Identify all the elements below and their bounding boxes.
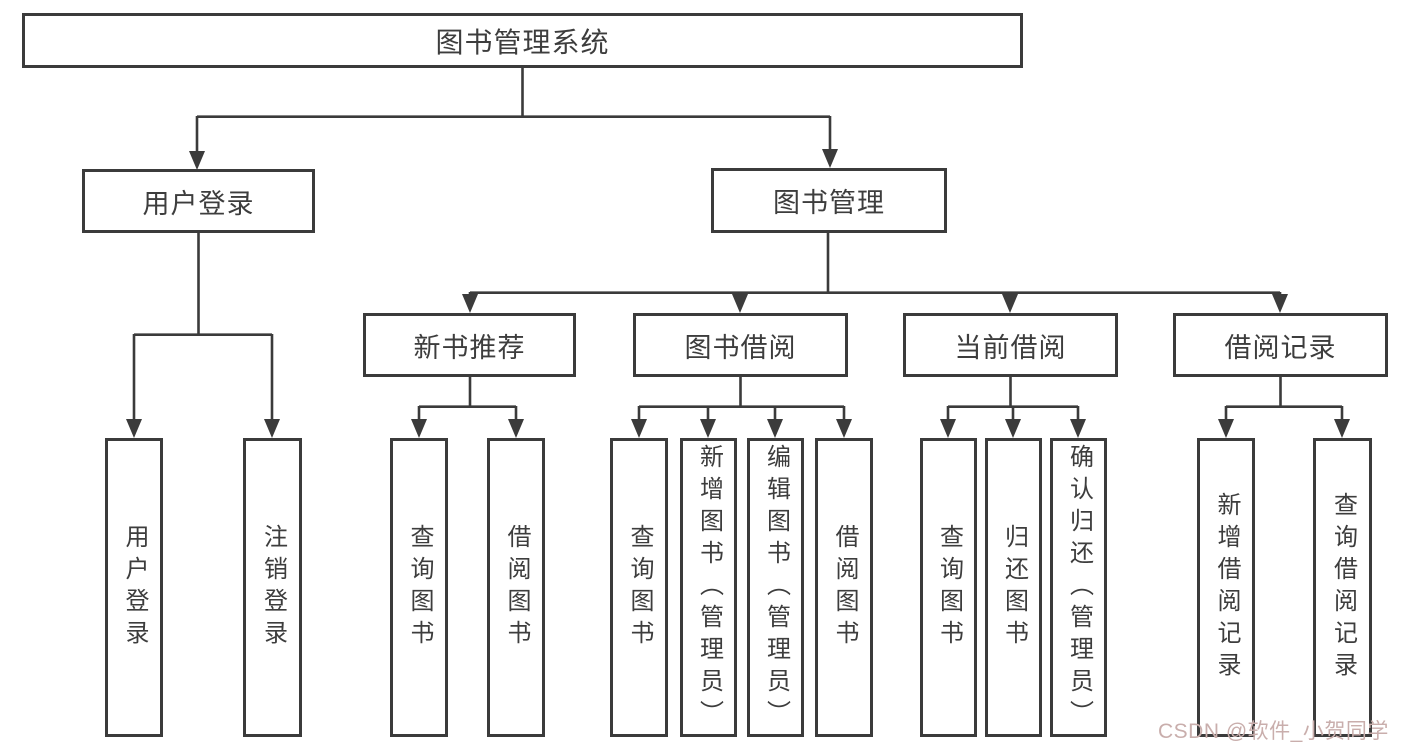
node-leaf-borrow-books-borrowing-label: 借阅图书 bbox=[831, 523, 858, 652]
node-leaf-user-login-label: 用户登录 bbox=[121, 523, 148, 652]
node-leaf-borrow-books-recommend-label: 借阅图书 bbox=[503, 523, 530, 652]
arrowhead bbox=[462, 294, 478, 313]
arrowhead bbox=[700, 419, 716, 438]
node-leaf-query-borrow-record-label: 查询借阅记录 bbox=[1329, 491, 1357, 684]
node-leaf-edit-books-admin-label: 编辑图书（管理员） bbox=[762, 443, 790, 732]
csdn-watermark: CSDN @软件_小贺同学 bbox=[1158, 720, 1389, 743]
node-leaf-query-books-recommend: 查询图书 bbox=[390, 438, 448, 737]
arrowhead bbox=[411, 419, 427, 438]
node-leaf-query-borrow-record: 查询借阅记录 bbox=[1313, 438, 1372, 737]
node-new-book-recommend-label: 新书推荐 bbox=[413, 332, 526, 363]
node-leaf-borrow-books-recommend: 借阅图书 bbox=[487, 438, 545, 737]
arrowhead bbox=[767, 419, 783, 438]
node-leaf-query-books-borrowing: 查询图书 bbox=[610, 438, 668, 737]
arrowhead bbox=[189, 151, 205, 170]
arrowhead bbox=[1002, 294, 1018, 313]
node-book-borrowing-label: 图书借阅 bbox=[684, 332, 797, 363]
arrowhead bbox=[1218, 419, 1234, 438]
node-borrow-records: 借阅记录 bbox=[1173, 313, 1388, 377]
node-leaf-query-books-current-label: 查询图书 bbox=[935, 523, 963, 652]
arrowhead bbox=[1070, 419, 1086, 438]
node-leaf-logout-label: 注销登录 bbox=[259, 523, 287, 652]
node-leaf-return-books-label: 归还图书 bbox=[1000, 523, 1028, 652]
node-leaf-add-borrow-record-label: 新增借阅记录 bbox=[1213, 491, 1240, 684]
arrowhead bbox=[264, 419, 280, 438]
arrowhead bbox=[732, 294, 748, 313]
node-leaf-edit-books-admin: 编辑图书（管理员） bbox=[747, 438, 804, 737]
arrowhead bbox=[822, 149, 838, 168]
node-root-label: 图书管理系统 bbox=[435, 26, 610, 58]
node-leaf-query-books-current: 查询图书 bbox=[920, 438, 977, 737]
node-leaf-logout: 注销登录 bbox=[243, 438, 302, 737]
node-leaf-add-books-admin: 新增图书（管理员） bbox=[680, 438, 737, 737]
node-new-book-recommend: 新书推荐 bbox=[363, 313, 576, 377]
node-current-borrowing: 当前借阅 bbox=[903, 313, 1118, 377]
arrowhead bbox=[631, 419, 647, 438]
node-leaf-query-books-borrowing-label: 查询图书 bbox=[626, 523, 653, 652]
node-leaf-add-borrow-record: 新增借阅记录 bbox=[1197, 438, 1255, 737]
arrowhead bbox=[1334, 419, 1350, 438]
arrowhead bbox=[836, 419, 852, 438]
node-borrow-records-label: 借阅记录 bbox=[1224, 332, 1337, 363]
node-user-login-label: 用户登录 bbox=[142, 188, 255, 219]
node-user-login: 用户登录 bbox=[82, 169, 315, 233]
node-book-borrowing: 图书借阅 bbox=[633, 313, 848, 377]
arrowhead bbox=[508, 419, 524, 438]
arrowhead bbox=[1272, 294, 1288, 313]
node-leaf-borrow-books-borrowing: 借阅图书 bbox=[815, 438, 873, 737]
node-leaf-return-books: 归还图书 bbox=[985, 438, 1042, 737]
arrowhead bbox=[940, 419, 956, 438]
arrowhead bbox=[126, 419, 142, 438]
node-current-borrowing-label: 当前借阅 bbox=[954, 332, 1067, 363]
node-leaf-user-login: 用户登录 bbox=[105, 438, 163, 737]
node-leaf-confirm-return-admin: 确认归还（管理员） bbox=[1050, 438, 1107, 737]
node-root: 图书管理系统 bbox=[22, 13, 1023, 68]
node-book-management-label: 图书管理 bbox=[773, 188, 885, 218]
node-book-management: 图书管理 bbox=[711, 168, 947, 233]
node-leaf-confirm-return-admin-label: 确认归还（管理员） bbox=[1065, 443, 1093, 732]
arrowhead bbox=[1005, 419, 1021, 438]
node-leaf-query-books-recommend-label: 查询图书 bbox=[406, 523, 433, 652]
node-leaf-add-books-admin-label: 新增图书（管理员） bbox=[695, 443, 723, 732]
